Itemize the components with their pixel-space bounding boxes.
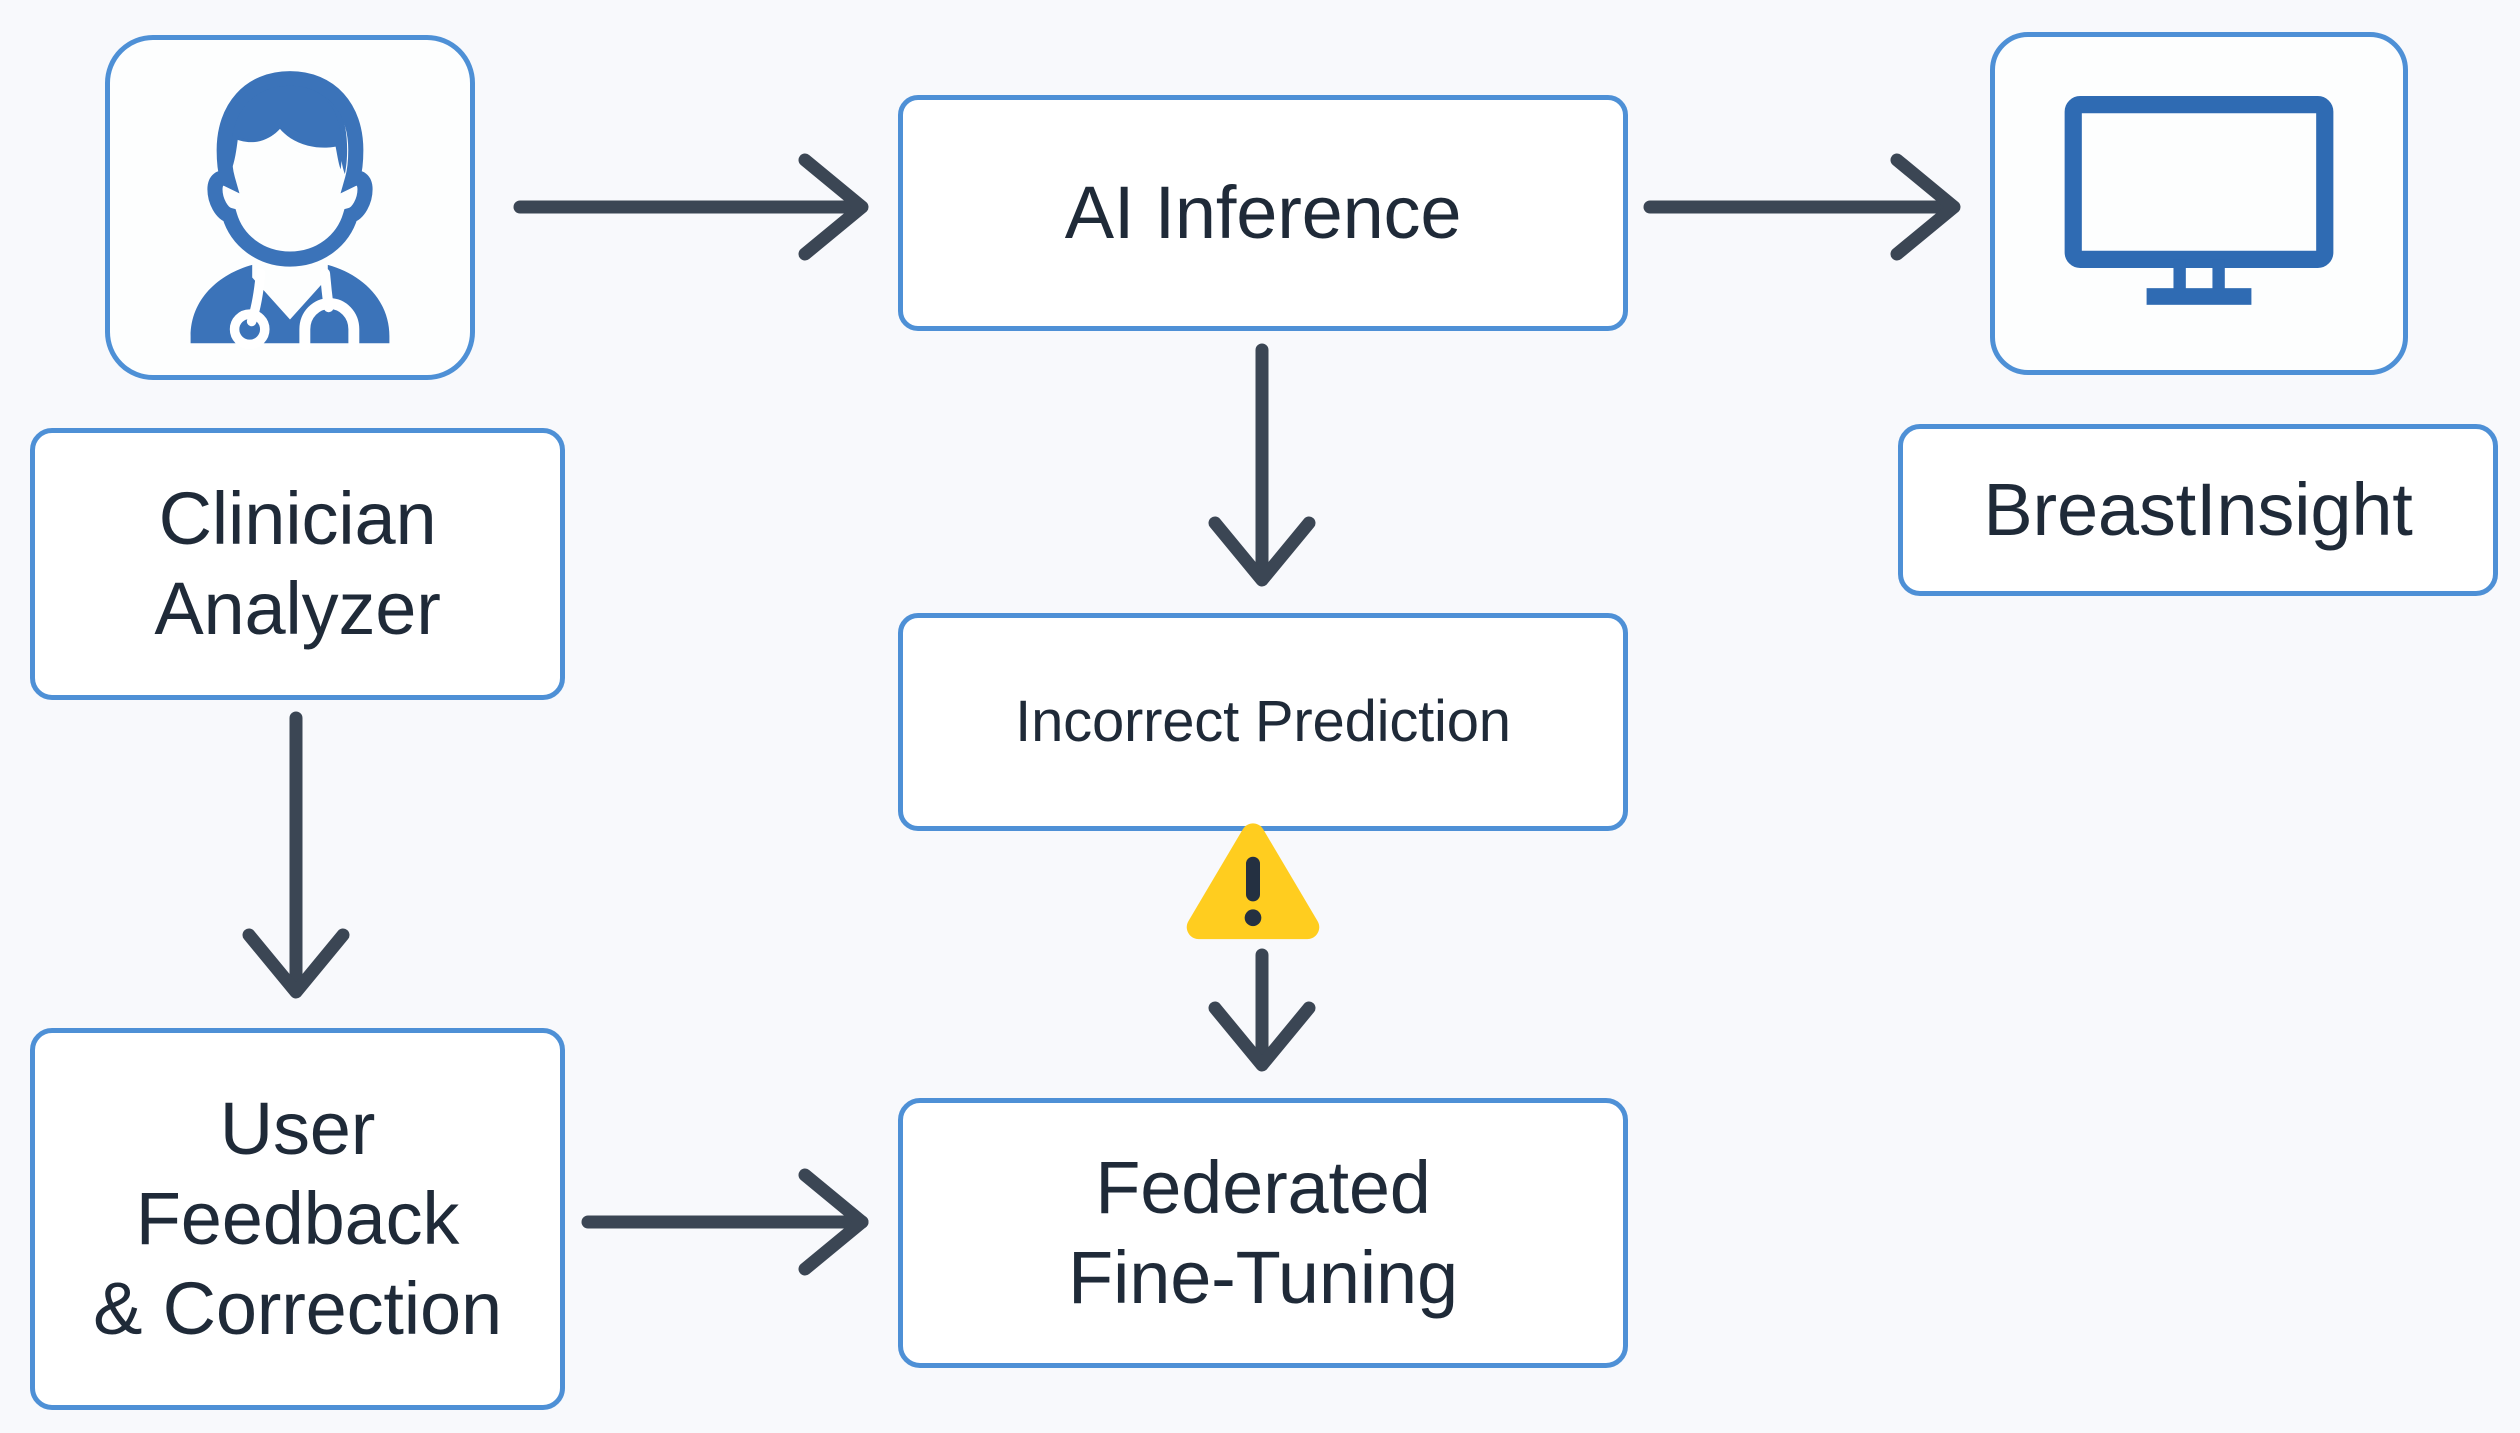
clinician-figure-icon: [190, 71, 390, 350]
node-federated-fine-tuning-label: Federated Fine-Tuning: [1068, 1145, 1458, 1319]
node-breastinsight[interactable]: BreastInsight: [1898, 424, 2498, 596]
arrow-user-feedback-to-federated: [581, 1168, 869, 1276]
node-incorrect-prediction-label: Incorrect Prediction: [1015, 688, 1511, 754]
warning-triangle-icon: [1178, 815, 1328, 955]
node-ai-inference[interactable]: AI Inference: [898, 95, 1628, 331]
node-federated-fine-tuning[interactable]: Federated Fine-Tuning: [898, 1098, 1628, 1368]
node-clinician-analyzer[interactable]: Clinician Analyzer: [30, 428, 565, 700]
node-ai-inference-label: AI Inference: [1064, 170, 1462, 254]
node-clinician-icon-card[interactable]: [105, 35, 475, 380]
arrow-ai-inference-to-incorrect-prediction: [1208, 343, 1316, 587]
arrow-ai-inference-to-breastinsight: [1643, 153, 1961, 261]
node-monitor-icon-card[interactable]: [1990, 32, 2408, 375]
node-incorrect-prediction[interactable]: Incorrect Prediction: [898, 613, 1628, 831]
node-user-feedback-correction-label: User Feedback & Correction: [93, 1086, 502, 1351]
node-breastinsight-label: BreastInsight: [1983, 467, 2413, 551]
arrow-clinician-to-ai-inference: [513, 153, 869, 261]
node-user-feedback-correction[interactable]: User Feedback & Correction: [30, 1028, 565, 1410]
arrow-incorrect-prediction-to-federated: [1208, 948, 1316, 1072]
node-clinician-analyzer-label: Clinician Analyzer: [154, 476, 441, 650]
monitor-display-icon: [2064, 96, 2334, 305]
arrow-clinician-to-user-feedback: [242, 711, 350, 999]
